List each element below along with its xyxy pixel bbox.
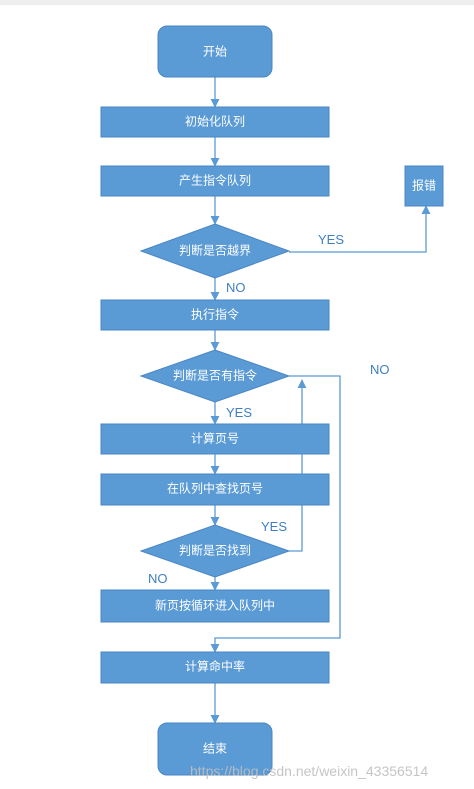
calc-page-node	[100, 423, 330, 455]
found-yes-label: YES	[261, 519, 287, 534]
end-label: 结束	[203, 742, 227, 756]
bounds-no-label: NO	[226, 280, 246, 295]
start-node	[157, 25, 273, 78]
init-queue-node	[100, 106, 330, 138]
exec-instr-node	[100, 299, 330, 331]
calc-page-label: 计算页号	[191, 431, 239, 446]
instr-no-label: NO	[370, 362, 390, 377]
gen-instr-label: 产生指令队列	[179, 173, 251, 188]
find-page-node	[100, 473, 330, 506]
check-instr-node	[139, 349, 291, 403]
report-error-node	[404, 165, 444, 207]
check-bounds-node	[139, 223, 291, 279]
top-border	[0, 0, 474, 5]
enqueue-label: 新页按循环进入队列中	[155, 598, 275, 613]
init-queue-label: 初始化队列	[185, 114, 245, 129]
check-found-node	[139, 524, 291, 578]
enqueue-node	[100, 589, 330, 623]
start-label: 开始	[203, 45, 227, 59]
arrow-check-no	[210, 375, 341, 653]
check-found-label: 判断是否找到	[179, 543, 251, 558]
arrow-found-yes-loop	[289, 379, 307, 552]
calc-hit-node	[100, 651, 330, 684]
exec-instr-label: 执行指令	[191, 307, 239, 322]
calc-hit-label: 计算命中率	[185, 659, 245, 674]
check-bounds-label: 判断是否越界	[179, 243, 251, 258]
instr-yes-label: YES	[226, 405, 252, 420]
find-page-label: 在队列中查找页号	[167, 481, 263, 496]
watermark: https://blog.csdn.net/weixin_43356514	[190, 763, 428, 779]
gen-instr-node	[100, 165, 330, 197]
arrow-bounds-yes	[289, 205, 431, 253]
check-instr-label: 判断是否有指令	[173, 368, 257, 383]
end-node	[157, 722, 273, 776]
found-no-label: NO	[148, 571, 168, 586]
bounds-yes-label: YES	[318, 232, 344, 247]
report-error-label: 报错	[412, 178, 436, 193]
